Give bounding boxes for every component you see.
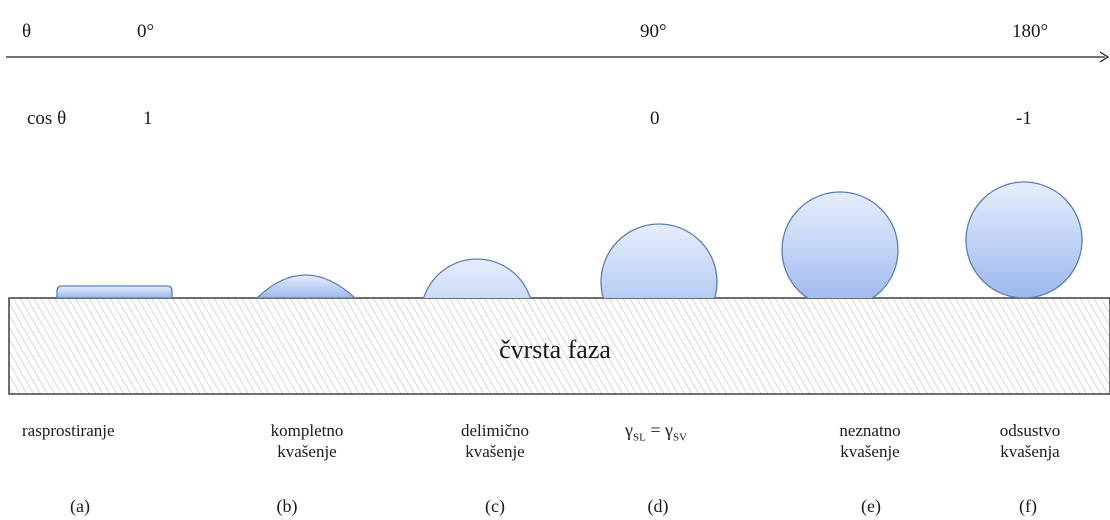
droplet-e bbox=[781, 191, 899, 298]
solid-phase-label: čvrsta faza bbox=[499, 335, 611, 364]
equals-sign: = bbox=[645, 420, 665, 440]
cos-theta-symbol: cos θ bbox=[27, 108, 67, 129]
caption-a: rasprostiranje bbox=[22, 420, 115, 441]
letter-c: (c) bbox=[485, 496, 505, 516]
caption-f: odsustvo kvašenja bbox=[975, 420, 1085, 462]
theta-axis-arrowhead bbox=[1099, 51, 1110, 63]
letter-d: (d) bbox=[647, 496, 669, 516]
letter-b: (b) bbox=[276, 496, 298, 516]
gamma-sv-symbol: γ bbox=[664, 420, 673, 440]
theta-value-90: 90° bbox=[640, 21, 667, 42]
theta-value-0: 0° bbox=[137, 21, 155, 42]
letter-f: (f) bbox=[1019, 496, 1037, 516]
letter-e: (e) bbox=[861, 496, 881, 516]
caption-b-line1: kompletno bbox=[270, 421, 344, 440]
caption-c-line1: delimično bbox=[461, 421, 529, 440]
droplet-d bbox=[600, 223, 718, 298]
caption-b-line2: kvašenje bbox=[277, 442, 337, 461]
caption-c-line2: kvašenje bbox=[465, 442, 525, 461]
caption-f-line1: odsustvo bbox=[999, 421, 1061, 440]
gamma-sl-symbol: γ bbox=[625, 420, 633, 440]
caption-e-line2: kvašenje bbox=[840, 442, 900, 461]
droplet-b bbox=[256, 274, 356, 298]
caption-c: delimično kvašenje bbox=[440, 420, 550, 462]
caption-f-line2: kvašenja bbox=[1000, 442, 1060, 461]
cos-value-0: 0 bbox=[650, 108, 660, 129]
gamma-sl-subscript: SL bbox=[632, 431, 646, 444]
droplet-a bbox=[56, 285, 173, 298]
gamma-sv-subscript: SV bbox=[672, 431, 687, 444]
caption-d: γSL = γSV bbox=[596, 420, 716, 449]
letter-a: (a) bbox=[70, 496, 90, 516]
theta-symbol: θ bbox=[22, 21, 32, 42]
caption-e: neznatno kvašenje bbox=[815, 420, 925, 462]
solid-phase bbox=[8, 297, 1110, 395]
caption-b: kompletno kvašenje bbox=[252, 420, 362, 462]
caption-e-line1: neznatno bbox=[839, 421, 901, 440]
cos-value-1: 1 bbox=[143, 108, 153, 129]
theta-value-180: 180° bbox=[1012, 21, 1049, 42]
cos-value-minus1: -1 bbox=[1016, 108, 1032, 129]
caption-a-line1: rasprostiranje bbox=[22, 421, 115, 440]
droplet-f bbox=[965, 181, 1083, 298]
droplet-c bbox=[422, 258, 532, 298]
